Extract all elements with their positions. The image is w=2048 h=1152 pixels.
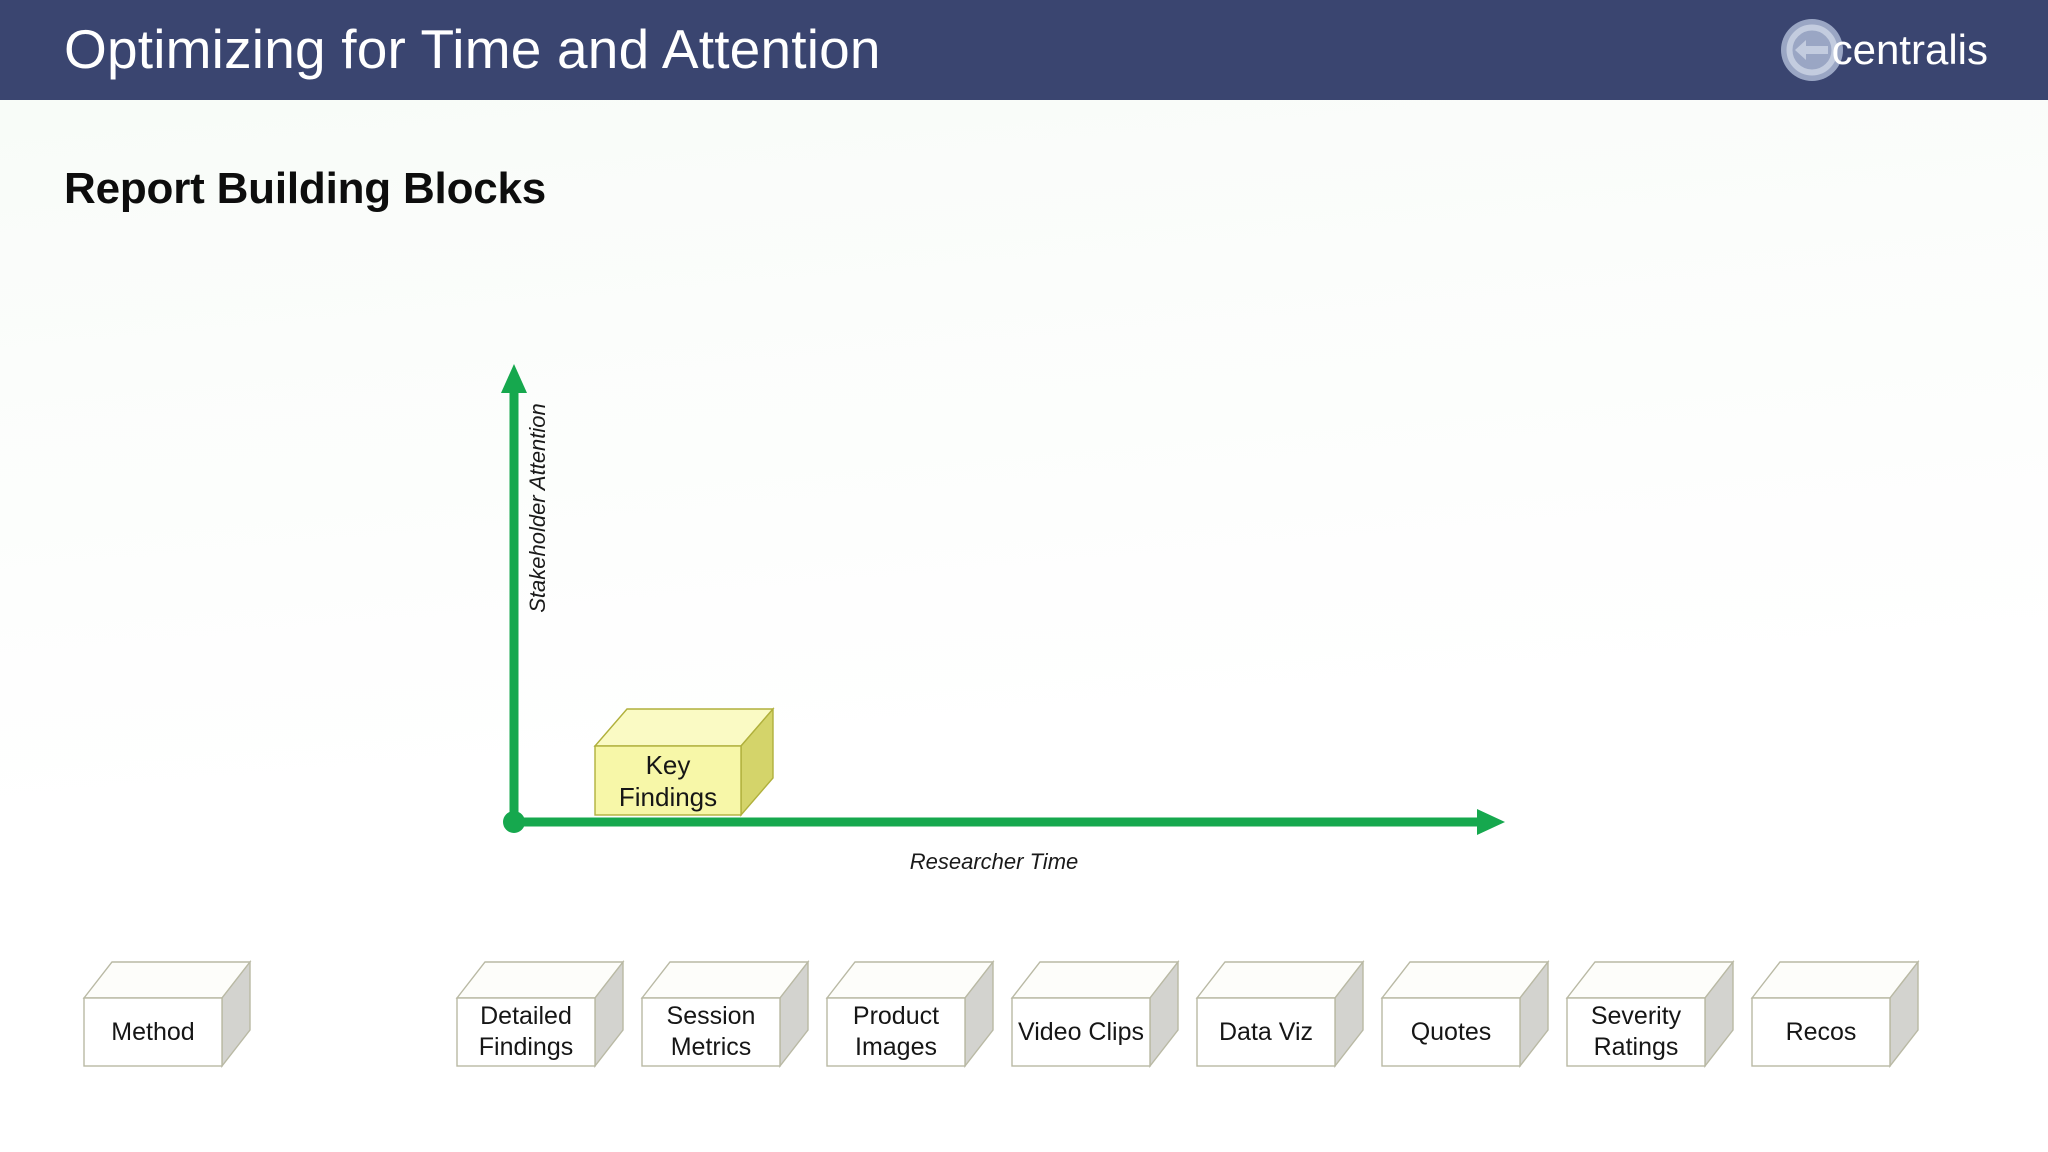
block-cube-icon — [1010, 960, 1180, 1068]
building-block-video-clips[interactable]: Video Clips — [1010, 960, 1180, 1068]
block-cube-icon — [1565, 960, 1735, 1068]
building-block-severity-ratings[interactable]: Severity Ratings — [1565, 960, 1735, 1068]
block-cube-icon — [825, 960, 995, 1068]
key-findings-cube-icon — [593, 707, 775, 817]
slide-title: Optimizing for Time and Attention — [64, 18, 881, 80]
block-cube-icon — [455, 960, 625, 1068]
page-title: Report Building Blocks — [64, 164, 547, 213]
building-block-recos[interactable]: Recos — [1750, 960, 1920, 1068]
building-block-detailed-findings[interactable]: Detailed Findings — [455, 960, 625, 1068]
centralis-circle-arrow-icon — [1780, 19, 1843, 81]
block-cube-icon — [640, 960, 810, 1068]
building-block-quotes[interactable]: Quotes — [1380, 960, 1550, 1068]
building-block-session-metrics[interactable]: Session Metrics — [640, 960, 810, 1068]
building-block-data-viz[interactable]: Data Viz — [1195, 960, 1365, 1068]
block-cube-icon — [1750, 960, 1920, 1068]
brand-logo: centralis — [1779, 17, 1988, 83]
block-cube-icon — [1380, 960, 1550, 1068]
slide-header-bar: Optimizing for Time and Attention centra… — [0, 0, 2048, 100]
building-block-product-images[interactable]: Product Images — [825, 960, 995, 1068]
block-cube-icon — [82, 960, 252, 1068]
brand-name: centralis — [1831, 26, 1988, 73]
block-cube-icon — [1195, 960, 1365, 1068]
building-block-method[interactable]: Method — [82, 960, 252, 1068]
